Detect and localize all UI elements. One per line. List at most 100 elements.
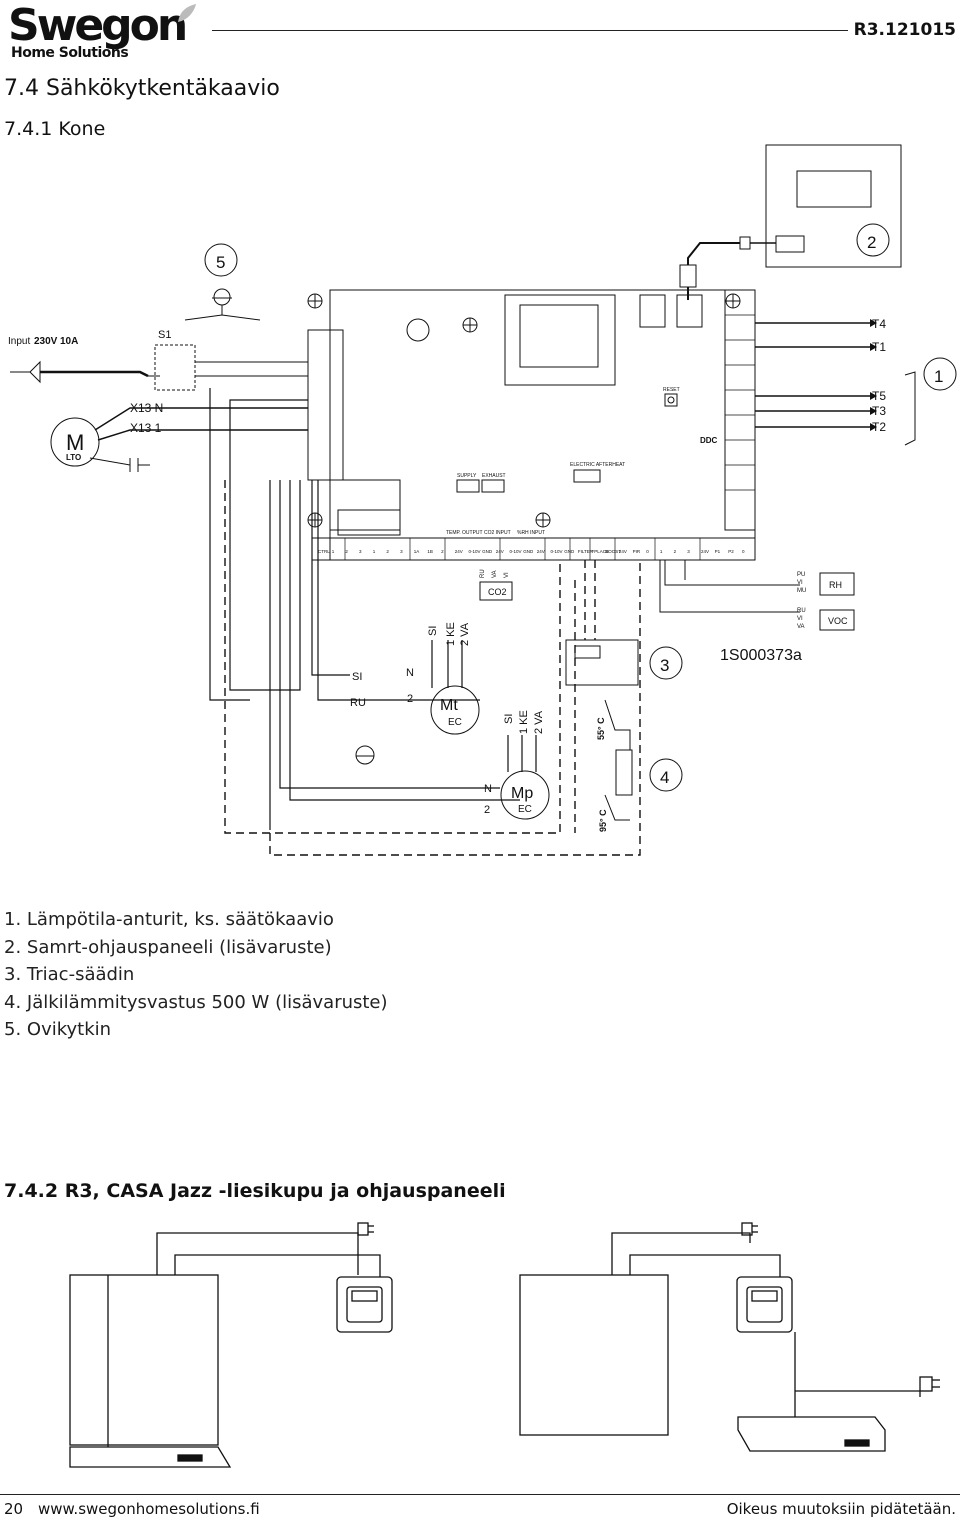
legend-item-4: 4. Jälkilämmitysvastus 500 W (lisävarust…	[4, 991, 388, 1013]
n-label-2: N	[484, 783, 492, 795]
part-code: 1S000373a	[720, 647, 802, 664]
left-hood-body	[69, 1274, 219, 1446]
callout-3: 3	[660, 656, 669, 675]
co2-box-label: CO2	[488, 587, 507, 597]
fan-p-label: Mp	[511, 785, 533, 802]
terminal-label: 2	[441, 549, 444, 554]
terminal-label: 3	[687, 549, 690, 554]
fan-p-wire-2: 1 KE	[518, 710, 530, 734]
terminal-label: 2	[674, 549, 677, 554]
rh-wire-3: MU	[797, 588, 806, 594]
swegon-logo: Swegon Home Solutions	[4, 0, 196, 62]
wiring-diagram: Input 230V 10A S1 X13 N X13 1 M LTO 5 2 …	[8, 144, 957, 856]
co2-input-label: CO2 INPUT	[484, 530, 511, 536]
rh-box-label: RH	[829, 580, 842, 590]
sensor-t5: T5	[872, 389, 886, 403]
terminal-label: PIR	[633, 549, 641, 554]
sensor-t2: T2	[872, 420, 886, 434]
x13n-label: X13 N	[130, 401, 163, 415]
si-label: SI	[352, 671, 362, 683]
fan-t-wire-1: SI	[427, 626, 439, 636]
sensor-t3: T3	[872, 404, 886, 418]
terminal-label: P2	[728, 549, 734, 554]
sensor-t4: T4	[872, 317, 886, 331]
fan-t-wire-2: 1 KE	[445, 622, 457, 646]
co2-wire-3: VI	[504, 572, 510, 578]
legend-item-3: 3. Triac-säädin	[4, 964, 135, 985]
terminal-label: 24V	[619, 549, 627, 554]
terminal-label: 24V	[701, 549, 709, 554]
triac-box	[565, 639, 639, 686]
supply-label: SUPPLY	[457, 473, 477, 479]
temp-output-label: TEMP. OUTPUT	[446, 530, 483, 536]
subsection-title: 7.4.1 Kone	[4, 118, 106, 140]
terminal-label: 3	[359, 549, 362, 554]
fan-t-wire-3: 2 VA	[459, 622, 471, 646]
input-fuse: 10A	[60, 336, 78, 347]
terminal-label: GND	[523, 549, 534, 554]
terminal-label: 0-10V	[510, 549, 522, 554]
brand-subtitle: Home Solutions	[11, 45, 129, 61]
motor-lto-sub: LTO	[66, 453, 81, 462]
co2-wire-2: VA	[492, 570, 498, 578]
fan-p-wire-1: SI	[503, 714, 515, 724]
fan-p-ec: EC	[518, 804, 532, 815]
terminal-label: P1	[715, 549, 721, 554]
legend-item-2: 2. Samrt-ohjauspaneeli (lisävaruste)	[4, 936, 332, 958]
two-label-2: 2	[484, 804, 490, 816]
thermo-95: 95° C	[598, 809, 608, 832]
exhaust-label: EXHAUST	[482, 473, 506, 479]
brand-name: Swegon	[8, 0, 188, 51]
motor-lto-label: M	[66, 430, 84, 455]
section-title: 7.4 Sähkökytkentäkaavio	[4, 76, 280, 101]
terminal-label: CTRL	[318, 549, 330, 554]
fan-t-label: Mt	[440, 697, 458, 714]
terminal-label: 0	[742, 549, 745, 554]
terminal-label: 1	[660, 549, 663, 554]
terminal-label: 24V	[537, 549, 545, 554]
terminal-label: BOOST	[605, 549, 621, 554]
rh-wire-1: PU	[797, 572, 805, 578]
terminal-label: 3	[400, 549, 403, 554]
footer-rule	[0, 1494, 960, 1495]
callout-4: 4	[660, 768, 669, 787]
terminal-label: FPLACE	[592, 549, 610, 554]
terminal-label: 1B	[427, 549, 433, 554]
ddc-label: DDC	[700, 436, 718, 445]
control-panel-box	[765, 144, 902, 268]
rh-wire-2: VI	[797, 580, 803, 586]
callout-5: 5	[216, 253, 225, 272]
reset-label: RESET	[663, 387, 680, 393]
callout-2: 2	[867, 233, 876, 252]
voc-wire-3: VA	[797, 624, 805, 630]
left-control-panel	[336, 1276, 393, 1333]
terminal-label: 1A	[414, 549, 420, 554]
document-code: R3.121015	[853, 20, 956, 40]
sensor-t1: T1	[872, 340, 886, 354]
terminal-label: 24V	[455, 549, 463, 554]
website-link[interactable]: www.swegonhomesolutions.fi	[38, 1500, 260, 1518]
terminal-label: 0-10V	[551, 549, 563, 554]
terminal-label: 24V	[496, 549, 504, 554]
fan-p-wire-3: 2 VA	[533, 710, 545, 734]
legend-item-1: 1. Lämpötila-anturit, ks. säätökaavio	[4, 909, 334, 930]
page-number: 20	[4, 1500, 24, 1518]
terminal-label: 2	[386, 549, 389, 554]
terminal-label: 0-10V	[469, 549, 481, 554]
x131-label: X13 1	[130, 421, 162, 435]
voc-wire-2: VI	[797, 616, 803, 622]
callout-1: 1	[934, 367, 943, 386]
right-hood-body	[519, 1274, 669, 1436]
input-voltage: 230V	[34, 336, 58, 347]
two-label-1: 2	[407, 693, 413, 705]
rh-input-label: %RH INPUT	[517, 530, 545, 536]
thermo-55: 55° C	[596, 717, 606, 740]
legend-item-5: 5. Ovikytkin	[4, 1019, 112, 1040]
terminal-label: FILTER	[578, 549, 594, 554]
terminal-label: 2	[345, 549, 348, 554]
switch-label: S1	[158, 329, 171, 341]
voc-wire-1: RU	[797, 608, 806, 614]
hood-diagram	[69, 1222, 940, 1468]
terminal-label: GND	[564, 549, 575, 554]
